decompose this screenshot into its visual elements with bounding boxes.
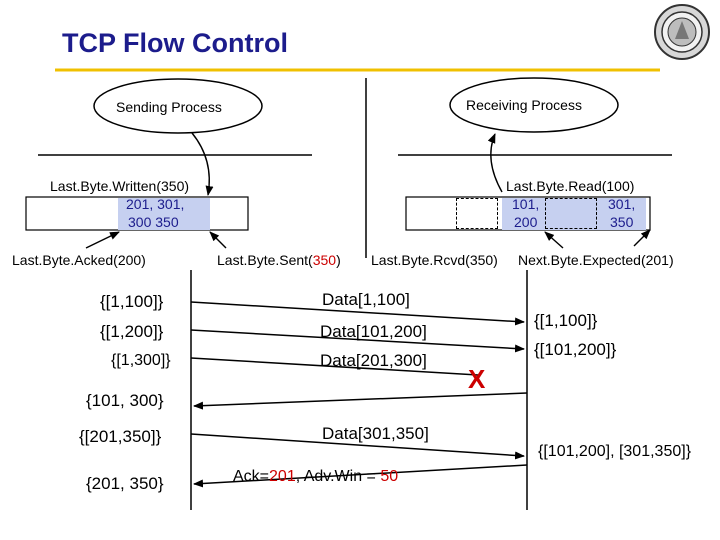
sender-buffer-fill	[118, 198, 210, 230]
receiver-buffer-b-start: 301,	[608, 196, 636, 212]
message-label-1: Data[1,100]	[322, 290, 410, 309]
sender-state-1: {[1,100]}	[100, 292, 164, 311]
receiver-state-1: {[1,100]}	[534, 311, 598, 330]
last-byte-acked-pointer	[85, 231, 120, 249]
receiver-buffer-a-start: 101,	[512, 196, 540, 212]
receiving-process-ellipse	[449, 77, 619, 133]
next-byte-expected-pointer	[633, 229, 651, 247]
message-arrow-1	[190, 301, 525, 326]
message-arrow-3-lost	[190, 357, 479, 376]
message-arrow-2	[190, 329, 525, 353]
receiver-buffer-a-end: 200	[514, 214, 538, 230]
ack-arrow	[193, 464, 528, 488]
message-arrow-4	[190, 433, 525, 460]
sending-process-ellipse	[93, 78, 263, 134]
packet-loss-mark: X	[468, 364, 486, 394]
receiver-state-2: {[101,200]}	[534, 340, 617, 359]
receiver-buffer-fill	[502, 198, 646, 230]
sender-state-5: {[201,350]}	[79, 427, 162, 446]
next-byte-expected-label: Next.Byte.Expected(201)	[518, 252, 674, 268]
ack-label: Ack=201, Adv.Win = 50	[233, 468, 399, 485]
sending-process-pointer	[191, 132, 214, 196]
sender-state-2: {[1,200]}	[100, 322, 164, 341]
sender-state-3: {[1,300]}	[111, 352, 171, 369]
last-byte-rcvd-pointer	[544, 231, 564, 249]
message-label-4: Data[301,350]	[322, 424, 429, 443]
receiver-free-slot	[456, 198, 498, 229]
receiver-gap-slot	[545, 198, 597, 229]
receiver-buffer-outline	[405, 196, 651, 231]
last-byte-read-pointer	[487, 133, 503, 193]
sender-state-4: {101, 300}	[86, 391, 164, 410]
last-byte-acked-label: Last.Byte.Acked(200)	[12, 252, 146, 268]
receiver-state-3: {[101,200], [301,350]}	[538, 443, 692, 460]
sender-buffer-outline	[25, 196, 249, 231]
last-byte-sent-label: Last.Byte.Sent(350)	[217, 252, 341, 268]
last-byte-written-label: Last.Byte.Written(350)	[50, 178, 190, 194]
sender-buffer-range-start: 201, 301,	[126, 196, 185, 212]
receiving-process-label: Receiving Process	[466, 97, 582, 113]
page-title: TCP Flow Control	[62, 28, 288, 58]
last-byte-rcvd-label: Last.Byte.Rcvd(350)	[371, 252, 498, 268]
message-label-3: Data[201,300]	[320, 351, 427, 370]
timeout-arrow	[193, 392, 528, 410]
sending-process-label: Sending Process	[116, 99, 222, 115]
sender-buffer-range-end: 300 350	[128, 214, 179, 230]
university-seal-icon	[654, 4, 710, 60]
last-byte-sent-pointer	[209, 231, 227, 249]
receiver-buffer-b-end: 350	[610, 214, 634, 230]
last-byte-read-label: Last.Byte.Read(100)	[506, 178, 635, 194]
sender-state-6: {201, 350}	[86, 474, 164, 493]
message-label-2: Data[101,200]	[320, 322, 427, 341]
